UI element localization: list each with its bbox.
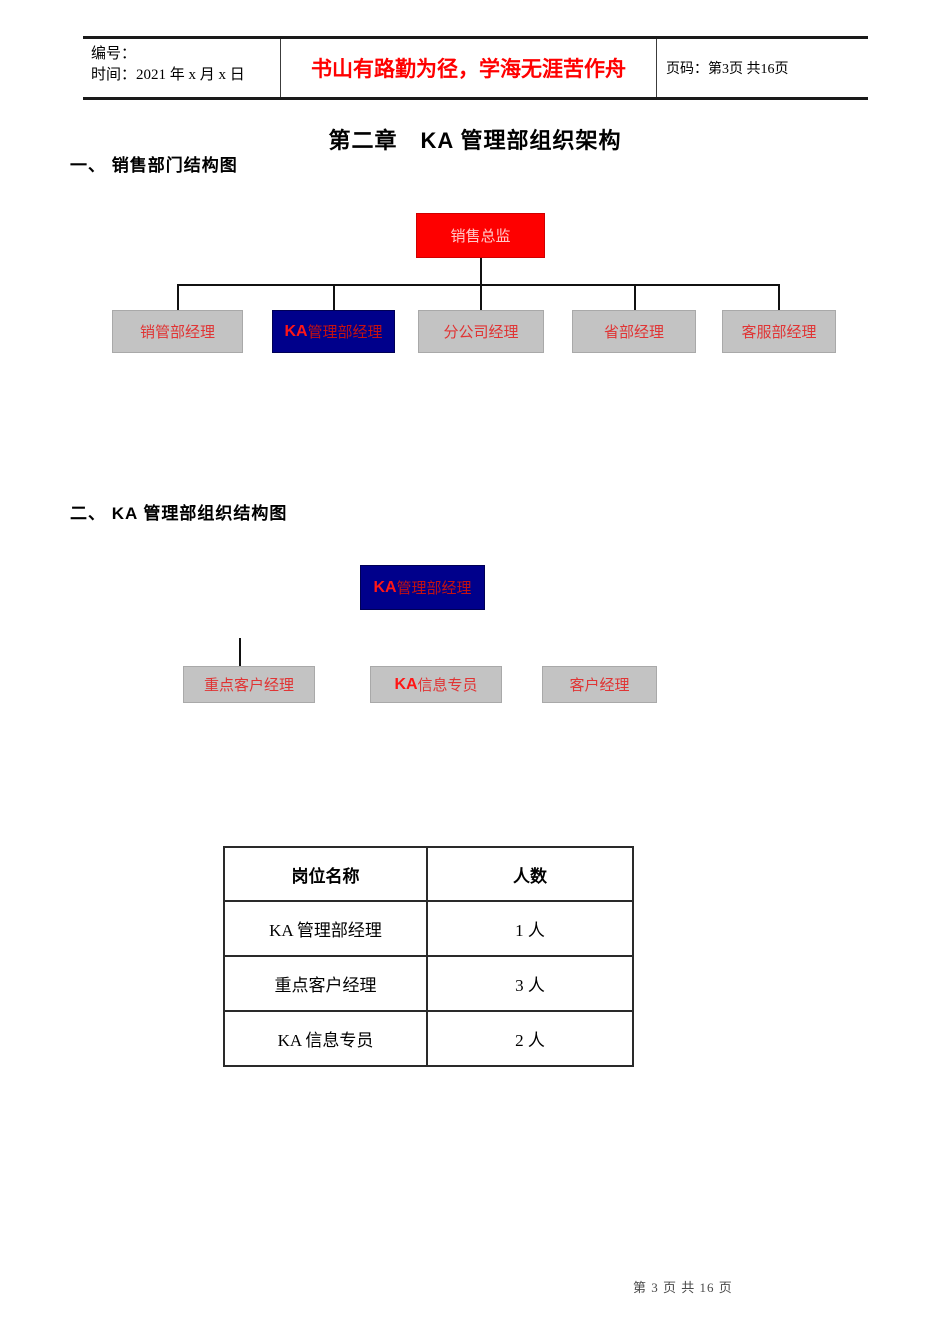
table-row: KA 信息专员 2 人 <box>223 1010 634 1067</box>
table-row: 重点客户经理 3 人 <box>223 955 634 1012</box>
cell-position: KA 管理部经理 <box>223 900 428 957</box>
org1-box-label: 销管部经理 <box>139 325 215 341</box>
org1-root-box-sales-director: 销售总监 <box>416 213 545 258</box>
org2-box-ka-info-specialist: KA 信息专员 <box>370 666 502 703</box>
connector-line <box>177 286 179 310</box>
section-heading-ka: 二、 KA 管理部组织结构图 <box>70 504 288 523</box>
org2-box-account-manager: 客户经理 <box>542 666 657 703</box>
cell-count: 3 人 <box>426 955 634 1012</box>
org1-box-sales-admin-manager: 销管部经理 <box>112 310 243 353</box>
ka-prefix: KA <box>284 322 308 340</box>
header-page-info: 页码：第3页 共16页 <box>666 62 789 77</box>
org1-box-label: 管理部经理 <box>307 325 383 341</box>
header-meta-cell: 编号： 时间：2021 年 x 月 x 日 <box>83 39 280 97</box>
connector-line <box>177 284 780 286</box>
header-page-cell: 页码：第3页 共16页 <box>657 39 868 97</box>
org1-box-ka-dept-manager: KA 管理部经理 <box>272 310 395 353</box>
column-header-position: 岗位名称 <box>223 846 428 902</box>
org1-root-label: 销售总监 <box>450 229 511 245</box>
org1-box-label: 分公司经理 <box>443 325 519 341</box>
header-motto-cell: 书山有路勤为径，学海无涯苦作舟 <box>280 39 657 97</box>
org2-box-label: 重点客户经理 <box>203 678 294 694</box>
doc-time-label: 时间：2021 年 x 月 x 日 <box>91 67 245 83</box>
connector-line <box>778 286 780 310</box>
org2-box-key-account-manager: 重点客户经理 <box>183 666 315 703</box>
org2-box-label: 客户经理 <box>569 678 630 694</box>
connector-line <box>480 258 482 285</box>
cell-position: 重点客户经理 <box>223 955 428 1012</box>
connector-line <box>333 286 335 310</box>
document-header: 编号： 时间：2021 年 x 月 x 日 书山有路勤为径，学海无涯苦作舟 页码… <box>83 36 868 100</box>
org1-box-label: 客服部经理 <box>741 325 817 341</box>
connector-line <box>480 286 482 310</box>
cell-position: KA 信息专员 <box>223 1010 428 1067</box>
doc-number-label: 编号： <box>91 46 137 62</box>
column-header-count: 人数 <box>426 846 634 902</box>
org1-box-province-manager: 省部经理 <box>572 310 696 353</box>
ka-prefix: KA <box>394 675 418 693</box>
cell-count: 2 人 <box>426 1010 634 1067</box>
table-header-row: 岗位名称 人数 <box>223 846 634 902</box>
staffing-table: 岗位名称 人数 KA 管理部经理 1 人 重点客户经理 3 人 KA 信息专员 … <box>223 846 634 1067</box>
org2-root-label: 管理部经理 <box>396 581 472 597</box>
connector-line <box>239 638 241 666</box>
header-motto: 书山有路勤为径，学海无涯苦作舟 <box>311 57 626 81</box>
page-footer: 第 3 页 共 16 页 <box>633 1280 733 1295</box>
org1-box-label: 省部经理 <box>603 325 664 341</box>
cell-count: 1 人 <box>426 900 634 957</box>
org1-box-customer-service-manager: 客服部经理 <box>722 310 836 353</box>
table-row: KA 管理部经理 1 人 <box>223 900 634 957</box>
org2-root-box-ka-dept-manager: KA 管理部经理 <box>360 565 485 610</box>
ka-prefix: KA <box>373 578 397 596</box>
connector-line <box>634 286 636 310</box>
org1-box-branch-manager: 分公司经理 <box>418 310 544 353</box>
page-title: 第二章 KA 管理部组织架构 <box>328 128 622 153</box>
org2-box-label: 信息专员 <box>417 678 478 694</box>
section-heading-sales: 一、 销售部门结构图 <box>70 156 238 175</box>
